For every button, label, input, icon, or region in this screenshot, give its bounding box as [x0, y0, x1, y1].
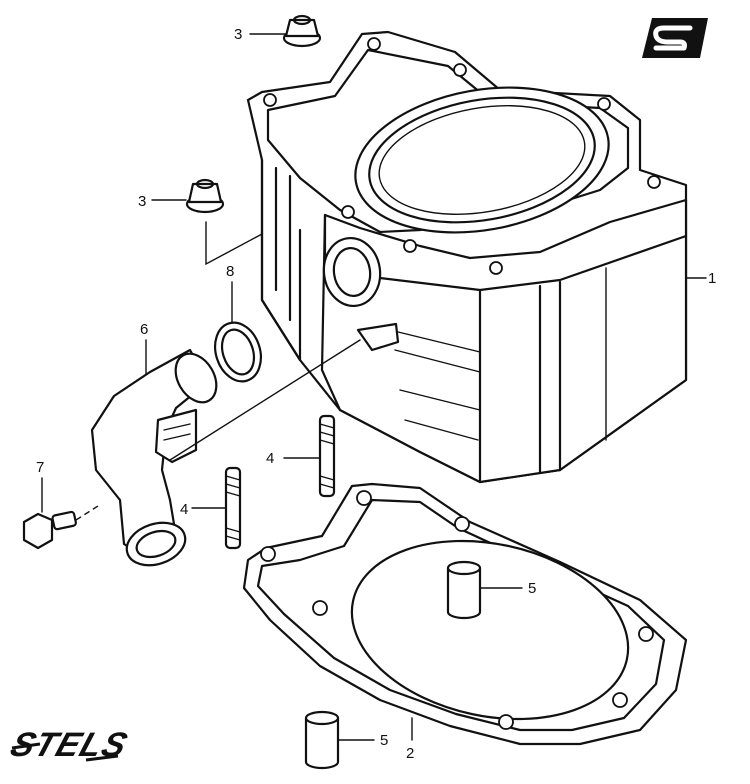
- callout-8: 8: [226, 263, 234, 280]
- callout-3-top: 3: [234, 26, 242, 43]
- callout-4-right: 4: [266, 450, 274, 467]
- hex-bolt[interactable]: [22, 510, 77, 550]
- stels-wordmark-logo: STELS: [6, 726, 133, 764]
- cylinder-block[interactable]: [246, 30, 688, 484]
- stud-left[interactable]: [224, 466, 242, 550]
- brand-mark-logo: [642, 18, 708, 58]
- dowel-upper[interactable]: [446, 560, 482, 620]
- nut-mid-leader: [205, 221, 263, 266]
- callout-4-left: 4: [180, 501, 188, 518]
- dowel-lower[interactable]: [304, 710, 340, 770]
- flange-nut-top[interactable]: [282, 14, 322, 48]
- callout-5-upper: 5: [528, 580, 536, 597]
- callout-1: 1: [708, 270, 716, 287]
- o-ring[interactable]: [208, 317, 268, 388]
- callout-5-lower: 5: [380, 732, 388, 749]
- flange-nut-mid[interactable]: [185, 178, 225, 214]
- callout-6: 6: [140, 321, 148, 338]
- assembly-axis: [169, 339, 361, 461]
- bolt-axis: [75, 505, 99, 521]
- stud-right[interactable]: [318, 414, 336, 498]
- intake-pipe[interactable]: [90, 346, 225, 572]
- callout-7: 7: [36, 459, 44, 476]
- callout-2: 2: [406, 745, 414, 762]
- callout-3-mid: 3: [138, 193, 146, 210]
